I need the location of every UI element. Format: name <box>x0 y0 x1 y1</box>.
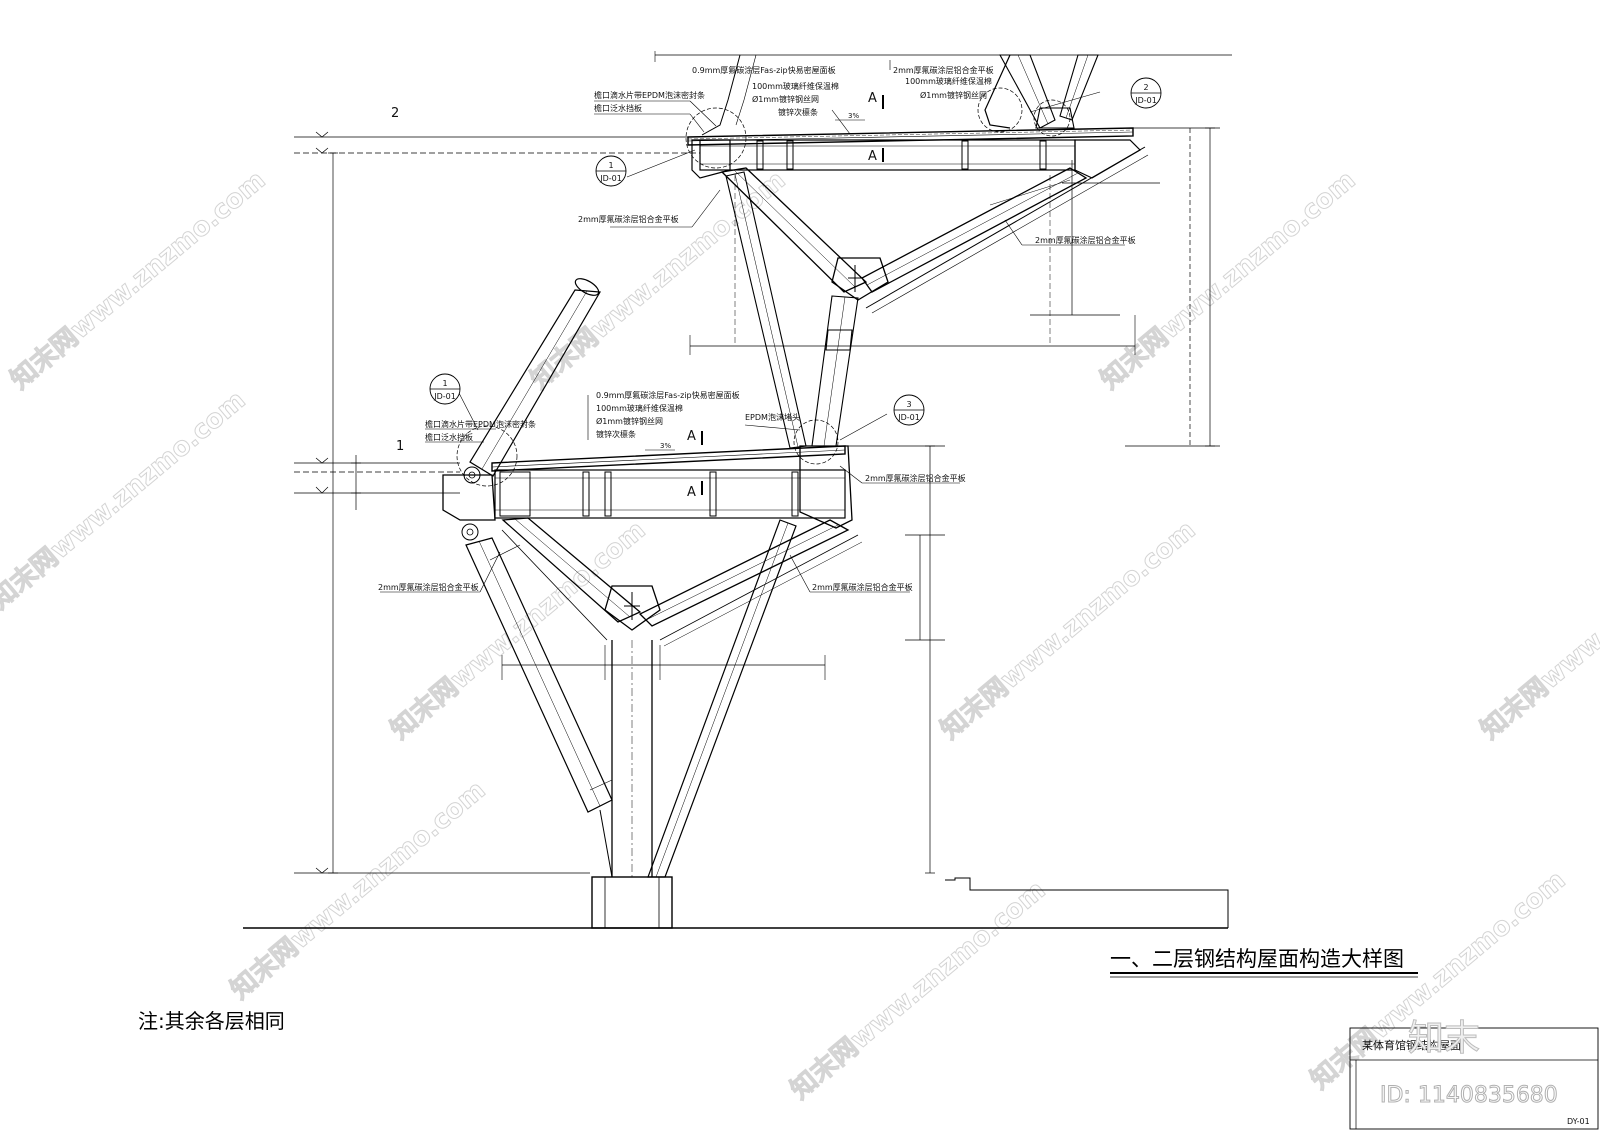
lower-layer-1: 0.9mm厚氟碳涂层Fas-zip快易密屋面板 <box>596 390 740 400</box>
watermark-text: 知末网www.znzmo.com <box>1305 865 1571 1095</box>
detail-ref-upper-left: 1 JD-01 <box>595 155 627 187</box>
section-mark: A <box>687 429 696 444</box>
watermark-text: 知末网www.znzmo.com <box>225 775 491 1005</box>
detail-ref-code: JD-01 <box>599 174 622 183</box>
section-mark: A <box>868 149 877 164</box>
brand-watermark: 知末 <box>1408 1018 1480 1059</box>
detail-ref-number: 1 <box>442 379 447 388</box>
slope-label-upper: 3% <box>848 112 859 120</box>
detail-ref-lower-left: 1 JD-01 <box>429 373 461 405</box>
watermark-text: 知末网www.znzmo.com <box>525 165 791 395</box>
lower-panel-node: 2mm厚氟碳涂层铝合金平板 <box>865 473 966 483</box>
brand-id: ID: 1140835680 <box>1380 1083 1558 1108</box>
lower-tubes <box>465 278 797 878</box>
upper-right-layer-1: 2mm厚氟碳涂层铝合金平板 <box>893 65 994 75</box>
watermark-text: 知末网www.znzmo.com <box>0 385 251 615</box>
level-mark-lower: 1 <box>396 439 404 454</box>
title-block-project: 某体育馆钢结构屋面 <box>1362 1038 1461 1052</box>
upper-layer-2: 100mm玻璃纤维保温棉 <box>752 81 839 91</box>
detail-ref-number: 3 <box>906 400 911 409</box>
right-dimensions <box>840 127 1220 874</box>
upper-right-layer-2: 100mm玻璃纤维保温棉 <box>905 76 992 86</box>
ground-line <box>243 876 1229 929</box>
level-mark-upper: 2 <box>391 106 399 121</box>
detail-ref-code: JD-01 <box>433 392 456 401</box>
drawing-title-block: 一、二层钢结构屋面构造大样图 <box>1110 947 1418 978</box>
upper-roof-truss <box>687 127 1149 355</box>
detail-ref-number: 2 <box>1143 83 1148 92</box>
lower-eave-flash: 檐口泛水挡板 <box>425 432 473 442</box>
detail-circles <box>456 87 1071 487</box>
lower-layer-3: Ø1mm镀锌钢丝网 <box>596 416 663 426</box>
lower-layer-4: 镀锌次檩条 <box>596 429 636 439</box>
section-marks: A A A A <box>687 91 884 500</box>
watermark-text: 知末网www.znzmo.com <box>935 515 1201 745</box>
drawing-title: 一、二层钢结构屋面构造大样图 <box>1110 947 1404 971</box>
drawing-note: 注:其余各层相同 <box>138 1009 285 1033</box>
watermark-text: 知末网www.znzmo.com <box>785 875 1051 1105</box>
leader-lines <box>380 60 1125 593</box>
upper-layer-4: 镀锌次檩条 <box>778 107 818 117</box>
detail-ref-lower-right: 3 JD-01 <box>893 394 925 426</box>
level-markers <box>294 131 700 874</box>
upper-layer-1: 0.9mm厚氟碳涂层Fas-zip快易密屋面板 <box>692 65 836 75</box>
upper-panel-left: 2mm厚氟碳涂层铝合金平板 <box>578 214 679 224</box>
lower-layer-annotations: 0.9mm厚氟碳涂层Fas-zip快易密屋面板 100mm玻璃纤维保温棉 Ø1m… <box>378 390 966 592</box>
section-mark: A <box>687 485 696 500</box>
title-block: 某体育馆钢结构屋面 DY-01 <box>1349 1027 1599 1130</box>
lower-layer-2: 100mm玻璃纤维保温棉 <box>596 403 683 413</box>
top-boundary <box>654 51 1232 62</box>
watermark-text: 知末网www.znzmo.com <box>1095 165 1361 395</box>
upper-panel-right: 2mm厚氟碳涂层铝合金平板 <box>1035 235 1136 245</box>
upper-right-layer-3: Ø1mm镀锌钢丝网 <box>920 90 987 100</box>
upper-eave-flash: 檐口泛水挡板 <box>594 103 642 113</box>
lower-eave-seal: 檐口滴水片带EPDM泡沫密封条 <box>425 419 536 429</box>
upper-eave-seal: 檐口滴水片带EPDM泡沫密封条 <box>594 90 705 100</box>
section-mark: A <box>868 91 877 106</box>
title-block-sheet: DY-01 <box>1567 1117 1590 1126</box>
watermark-text: 知末网www.znzmo.com <box>1475 515 1600 745</box>
detail-ref-code: JD-01 <box>897 413 920 422</box>
upper-column-top <box>701 54 1099 136</box>
epdm-label: EPDM泡沫堵头 <box>745 412 800 422</box>
lower-roof-truss <box>442 445 863 680</box>
watermark-text: 知末网www.znzmo.com <box>5 165 271 395</box>
upper-layer-3: Ø1mm镀锌钢丝网 <box>752 94 819 104</box>
detail-ref-number: 1 <box>608 161 613 170</box>
slope-label-lower: 3% <box>660 442 671 450</box>
lower-panel-left: 2mm厚氟碳涂层铝合金平板 <box>378 582 479 592</box>
detail-ref-code: JD-01 <box>1134 96 1157 105</box>
detail-ref-upper-right: 2 JD-01 <box>1130 77 1162 109</box>
upper-layer-annotations: 0.9mm厚氟碳涂层Fas-zip快易密屋面板 100mm玻璃纤维保温棉 Ø1m… <box>578 65 1136 245</box>
lower-panel-right: 2mm厚氟碳涂层铝合金平板 <box>812 582 913 592</box>
